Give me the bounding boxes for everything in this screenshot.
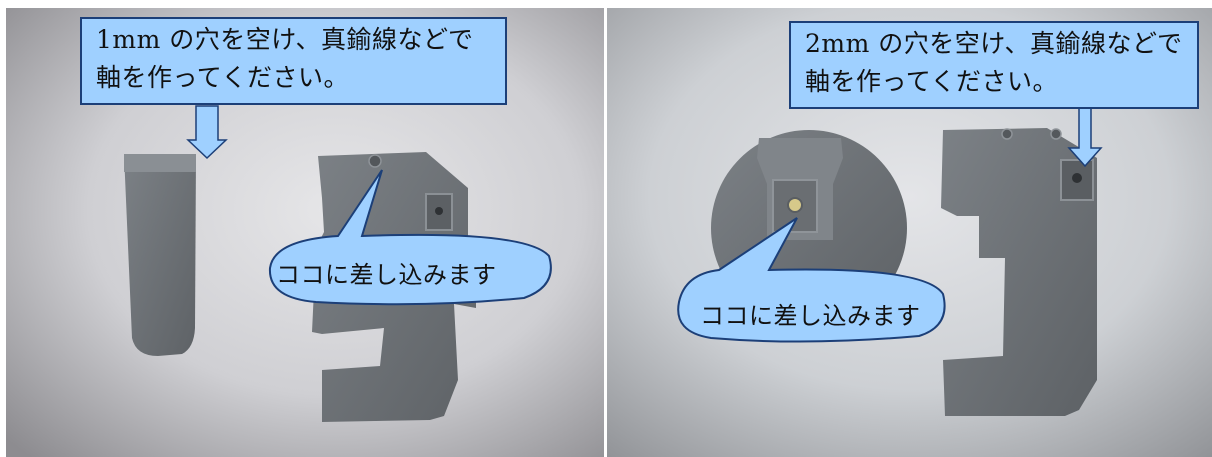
left-instruction-callout: 1mm の穴を空け、真鍮線などで 軸を作ってください。 (80, 17, 507, 105)
right-instruction-line1: 2mm の穴を空け、真鍮線などで (805, 29, 1183, 58)
right-bracket-part (941, 128, 1097, 416)
speech-bubble (677, 217, 946, 343)
pin-hole (368, 154, 382, 168)
right-bubble-label: ココに差し込みます (700, 302, 921, 330)
left-bubble-label: ココに差し込みます (276, 261, 497, 289)
down-arrow-icon (186, 105, 228, 160)
down-arrow-icon (1067, 107, 1103, 168)
disc-pin-hole (787, 197, 803, 213)
speech-bubble (268, 169, 552, 306)
right-bracket-slot-hole (1072, 173, 1082, 183)
right-instruction-callout: 2mm の穴を空け、真鍮線などで 軸を作ってください。 (789, 21, 1199, 109)
strip-part-top-edge (124, 154, 196, 172)
left-instruction-line2: 軸を作ってください。 (96, 63, 350, 92)
left-instruction-line1: 1mm の穴を空け、真鍮線などで (96, 25, 474, 54)
right-bracket-top-hole (1001, 128, 1013, 140)
bracket-slot-hole (435, 207, 443, 215)
strip-part (124, 154, 196, 356)
right-bracket-top-hole-2 (1050, 128, 1062, 140)
right-instruction-line2: 軸を作ってください。 (805, 67, 1059, 96)
